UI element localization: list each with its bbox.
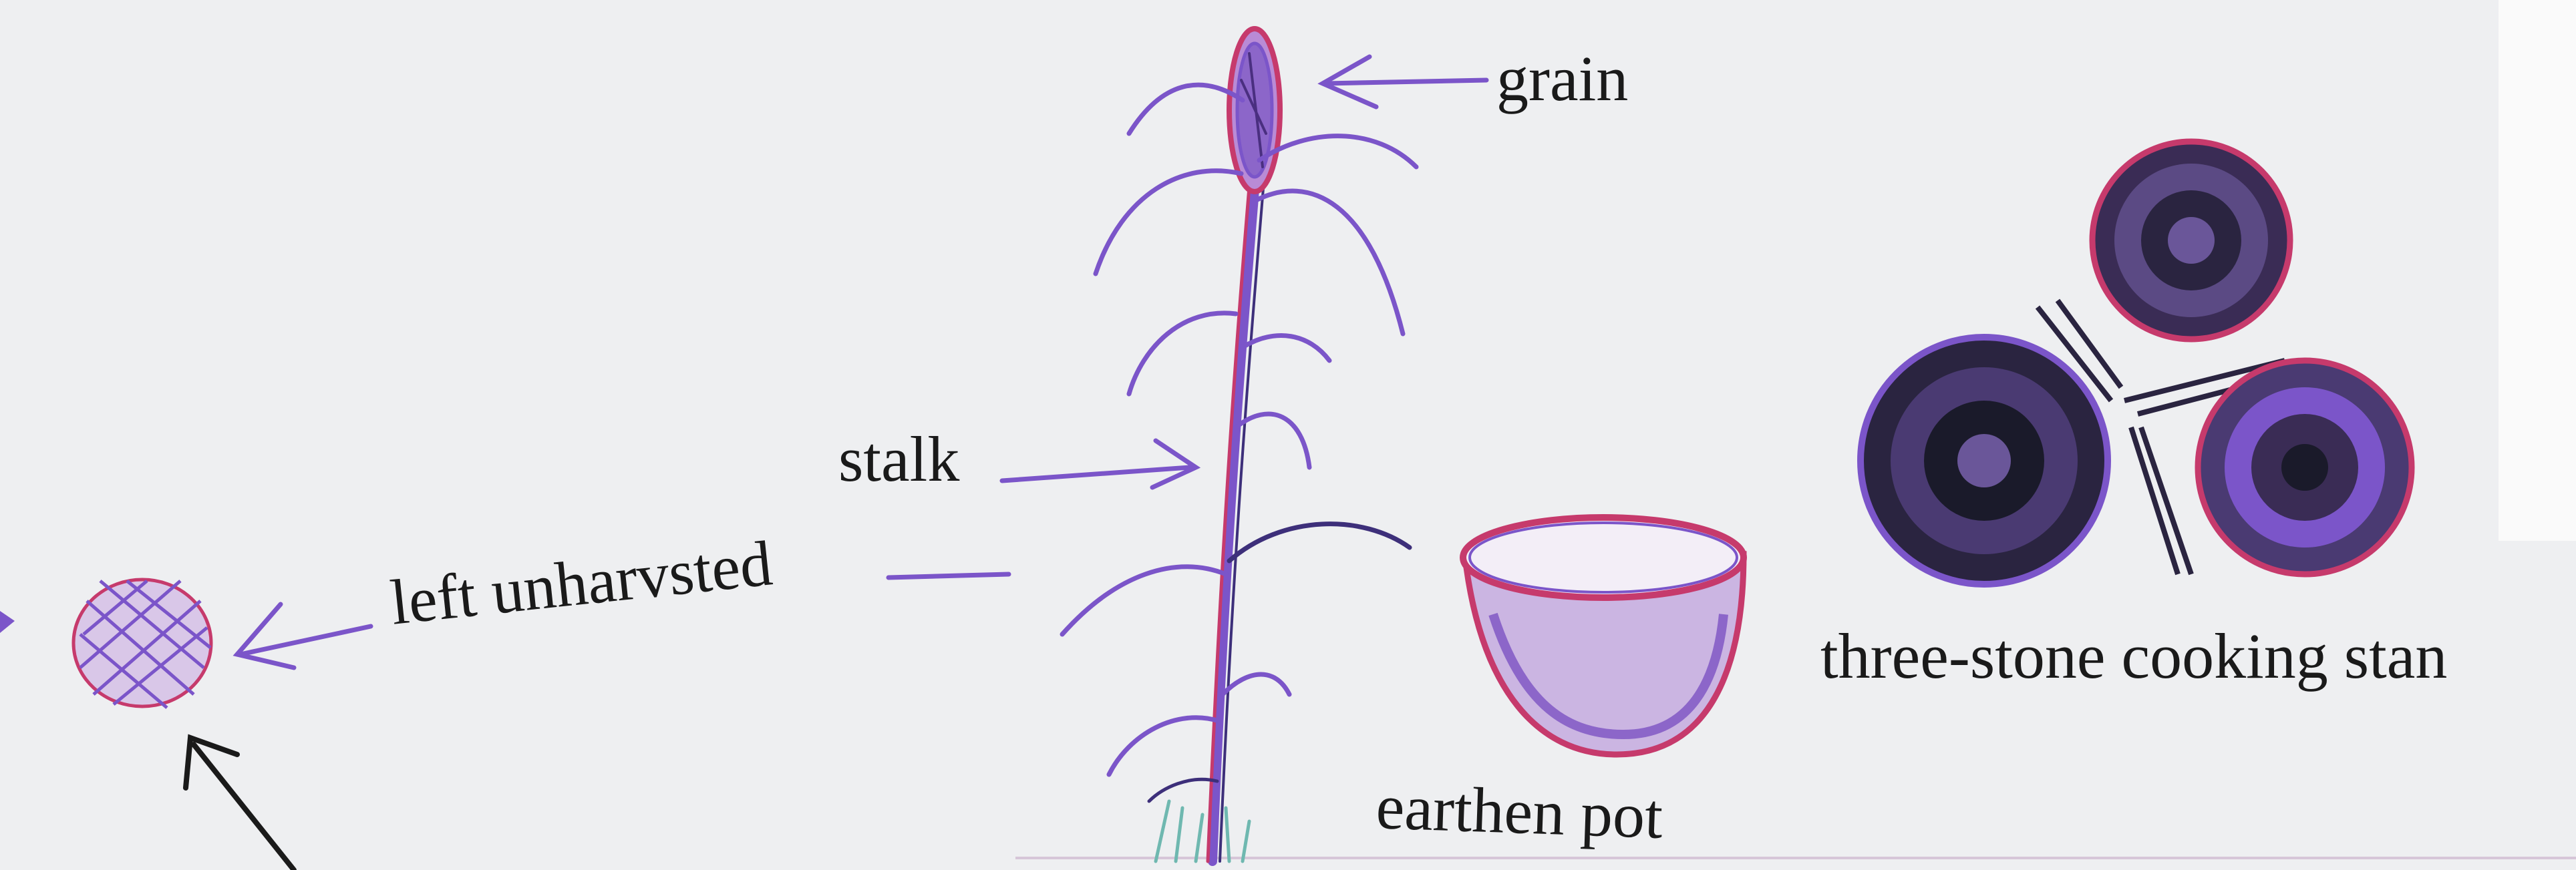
unharvested-grain-drawing [73,580,211,708]
millet-plant-drawing [1062,29,1416,861]
earthen-pot-drawing [1463,517,1744,754]
earthen-pot-label: earthen pot [1375,775,1663,849]
three-stone-stand-drawing [1861,142,2412,584]
left-unharvested-arrow [237,604,371,668]
grain-label: grain [1496,47,1628,111]
cooking-stand-label: three-stone cooking stan [1820,624,2447,688]
left-unharvested-line [889,574,1009,578]
black-arrow [186,738,294,870]
right-paper-panel [2499,0,2576,541]
grain-arrow [1323,57,1486,107]
left-edge-arrowhead [0,611,15,633]
stalk-label: stalk [838,427,959,491]
stalk-arrow [1002,441,1196,487]
